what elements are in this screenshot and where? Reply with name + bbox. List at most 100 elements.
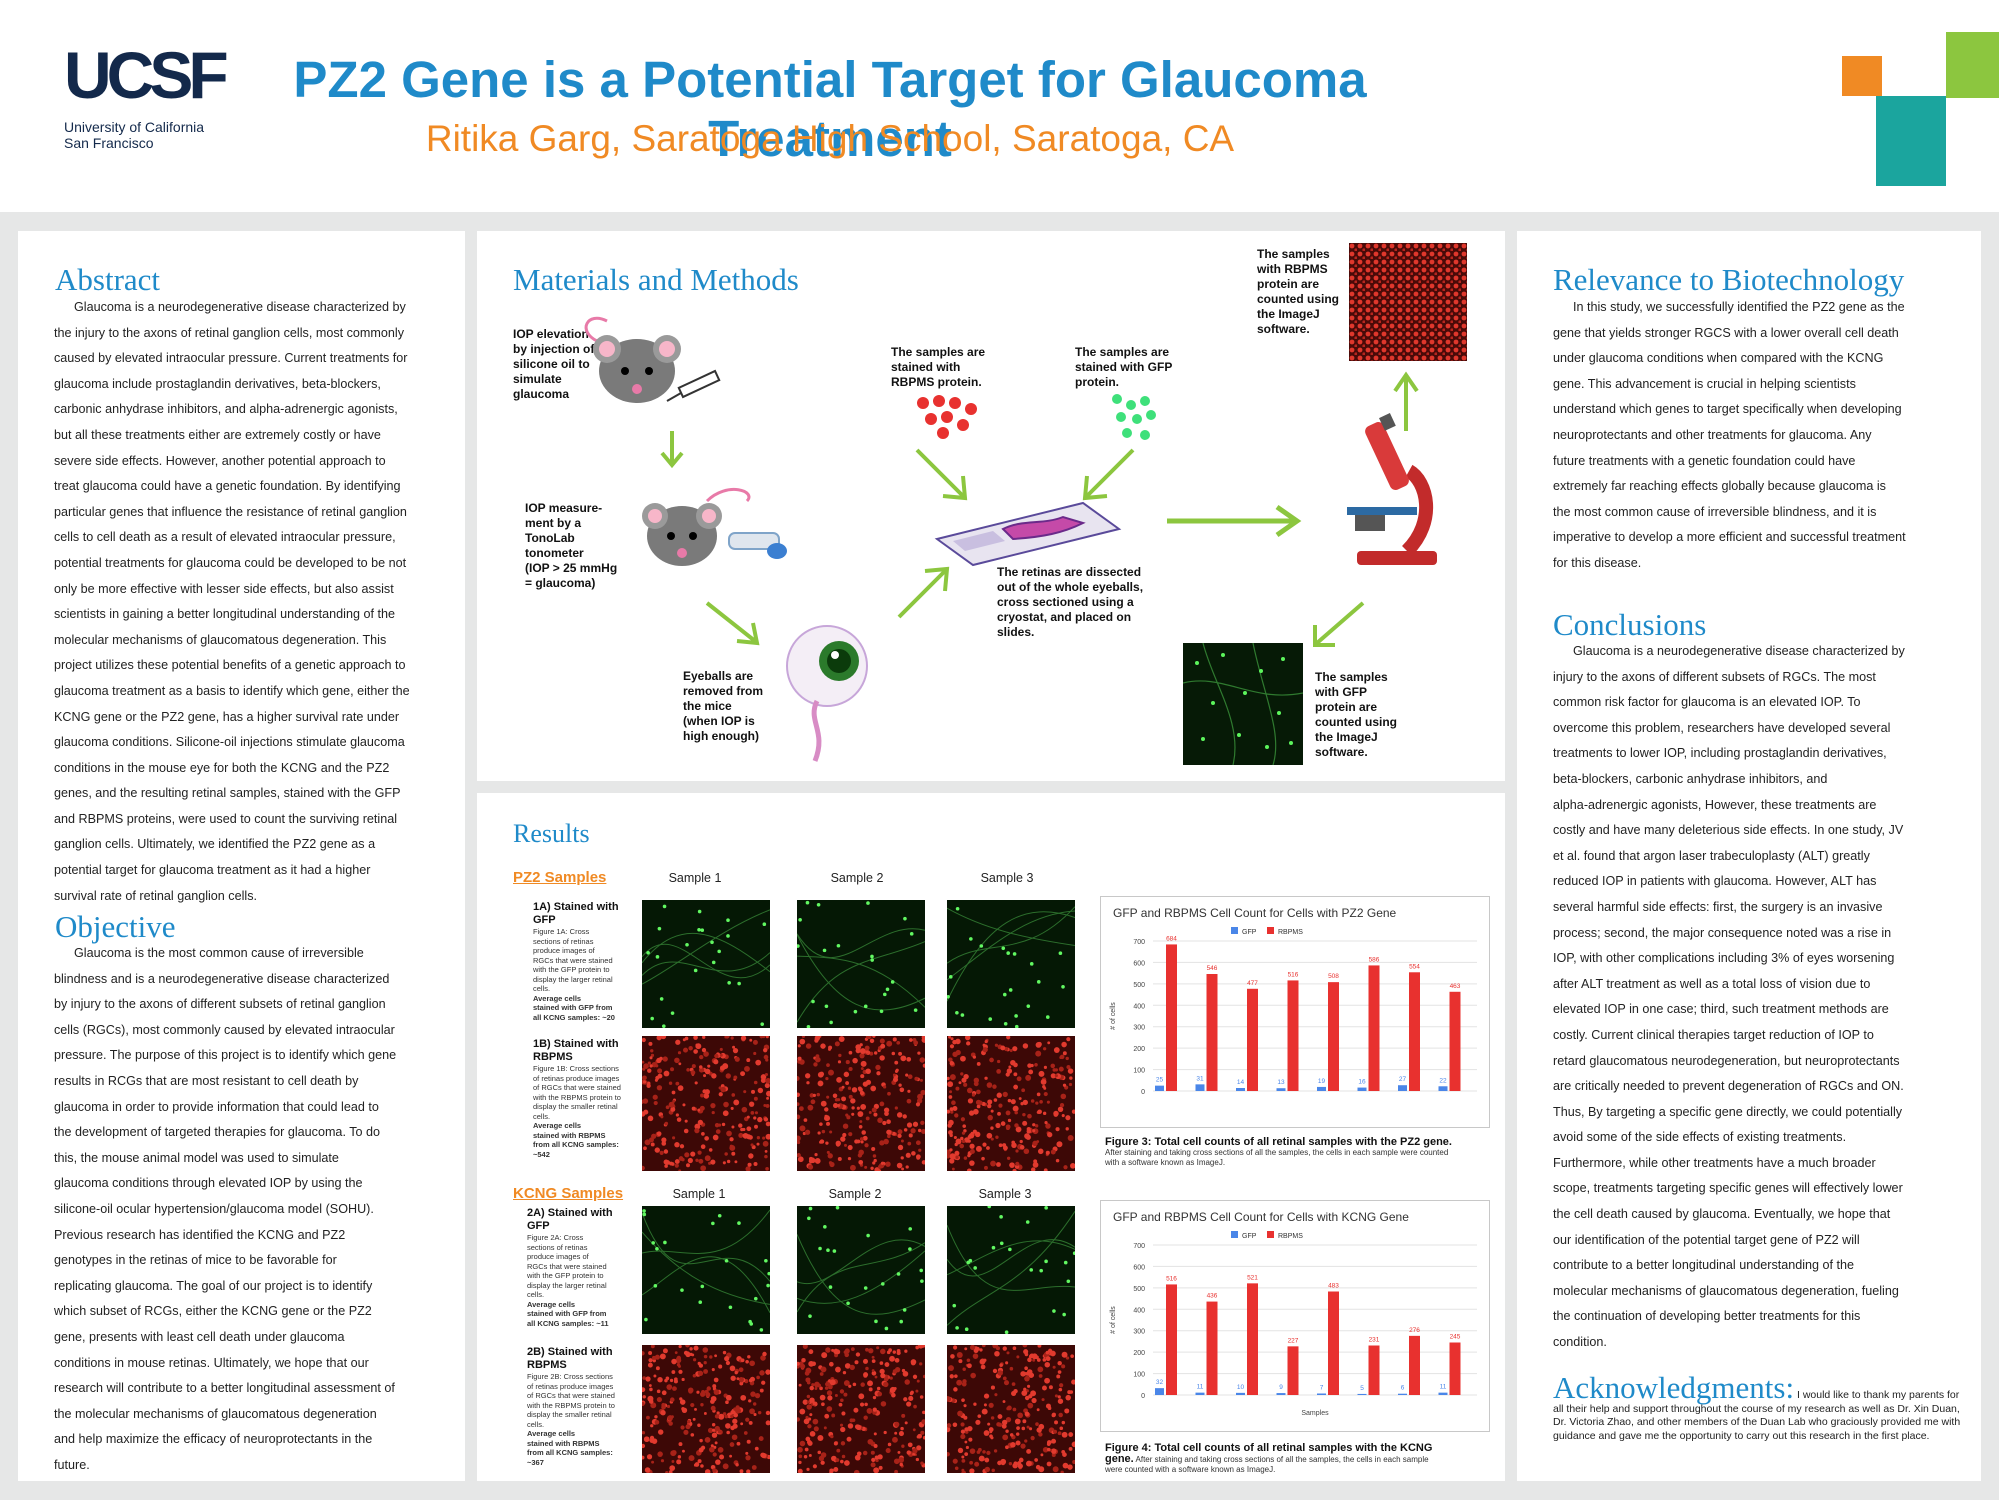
arrow-down-1	[660, 431, 684, 469]
arrow-diag-2	[897, 566, 950, 619]
abstract-line: potential treatments for glaucoma could …	[54, 555, 407, 570]
microscopy-texture	[797, 1345, 925, 1473]
objective-line: genotypes in the retinas of mice to be f…	[54, 1253, 337, 1268]
fig1a-title: 1A) Stained with GFP	[533, 901, 619, 926]
bar-rbpms	[1368, 965, 1380, 1091]
bar-rbpms	[1409, 972, 1420, 1091]
poster-title: PZ2 Gene is a Potential Target for Glauc…	[293, 51, 1367, 167]
left-column-panel: Abstract Glaucoma is a neurodegenerative…	[18, 231, 465, 1481]
bar-gfp	[1276, 1088, 1286, 1091]
relevance-line: understand which genes to target specifi…	[1553, 402, 1902, 417]
y-tick-label: 200	[1133, 1350, 1145, 1357]
bar-gfp	[1236, 1392, 1245, 1395]
data-label-rbpms: 436	[1207, 1293, 1218, 1300]
bar-gfp	[1195, 1084, 1205, 1091]
microscopy-texture	[797, 900, 925, 1028]
abstract-line: conditions in the mouse eye for both the…	[54, 760, 390, 775]
kcng-sample-1-header: Sample 1	[672, 1187, 726, 1201]
conclusions-line: after ALT treatment as well as a total l…	[1553, 976, 1871, 991]
y-tick-label: 100	[1133, 1068, 1145, 1075]
microscopy-texture	[642, 1345, 770, 1473]
ucsf-logo-subtitle: University of California San Francisco	[64, 119, 205, 151]
abstract-line: only be more effective with lesser side …	[54, 581, 394, 596]
right-column-panel: Relevance to Biotechnology In this study…	[1517, 231, 1981, 1481]
abstract-line: glaucoma include prostaglandin derivativ…	[54, 376, 381, 391]
objective-line: future.	[54, 1457, 90, 1472]
objective-line: the development of targeted therapies fo…	[54, 1125, 381, 1140]
abstract-line: survival rate of retinal ganglion cells.	[54, 888, 258, 903]
fig2b-average: Average cells stained with RBPMS from al…	[527, 1429, 613, 1467]
acknowledgments-heading: Acknowledgments:	[1553, 1370, 1795, 1405]
data-label-gfp: 9	[1279, 1384, 1283, 1391]
objective-line: research will contribute to a better lon…	[54, 1381, 395, 1396]
fig1b-text: Figure 1B: Cross sections of retinas pro…	[533, 1064, 621, 1121]
abstract-line: glaucoma treatment as a basis to identif…	[54, 683, 410, 698]
methods-panel: Materials and Methods IOP elevation by i…	[477, 231, 1505, 781]
data-label-rbpms: 477	[1247, 980, 1258, 987]
red-dots-icon	[917, 395, 977, 439]
bar-rbpms	[1449, 991, 1461, 1091]
bar-rbpms	[1247, 1283, 1258, 1395]
step-gfp-stain: The samples are stained with GFP protein…	[1075, 345, 1173, 389]
relevance-line: In this study, we successfully identifie…	[1573, 300, 1905, 314]
chart-title: GFP and RBPMS Cell Count for Cells with …	[1113, 906, 1397, 920]
conclusions-line: retard glaucomatous neurodegeneration, b…	[1553, 1053, 1900, 1068]
y-tick-label: 100	[1133, 1372, 1145, 1379]
objective-line: gene, presents with least cell death und…	[54, 1329, 345, 1344]
objective-line: Glaucoma is the most common cause of irr…	[74, 946, 364, 960]
conclusions-line: et al. found that argon laser trabeculop…	[1553, 848, 1870, 863]
fig3-caption-title: Figure 3: Total cell counts of all retin…	[1105, 1136, 1452, 1148]
y-tick-label: 300	[1133, 1025, 1145, 1032]
relevance-body: In this study, we successfully identifie…	[1553, 295, 1973, 577]
conclusions-line: costly. Current clinical therapies targe…	[1553, 1027, 1874, 1042]
conclusions-line: elevated IOP in one case; third, such tr…	[1553, 1002, 1889, 1017]
kcng-gfp-sample-3-image	[947, 1206, 1075, 1334]
abstract-line: potential target for glaucoma treatment …	[54, 863, 371, 878]
step-iop-elevation: IOP elevation by injection of silicone o…	[513, 327, 595, 401]
microscopy-texture	[947, 1036, 1075, 1171]
pz2-chart-svg: GFP and RBPMS Cell Count for Cells with …	[1110, 906, 1477, 1096]
results-heading: Results	[513, 819, 590, 848]
abstract-heading: Abstract	[55, 262, 161, 297]
bar-rbpms	[1287, 1346, 1299, 1395]
bar-rbpms	[1328, 1291, 1339, 1395]
conclusions-line: condition.	[1553, 1335, 1607, 1350]
data-label-rbpms: 546	[1207, 965, 1218, 972]
objective-line: by injury to the axons of different subs…	[54, 997, 386, 1012]
step-rbpms-stain: The samples are stained with RBPMS prote…	[891, 345, 986, 389]
conclusions-line: reduced IOP in patients with glaucoma. H…	[1553, 874, 1877, 889]
conclusions-line: scope, treatments targeting specific gen…	[1553, 1181, 1903, 1196]
conclusions-line: Thus, By targeting a specific gene direc…	[1553, 1104, 1903, 1119]
data-label-rbpms: 483	[1328, 1283, 1339, 1290]
objective-line: cells (RGCs), most commonly caused by el…	[54, 1022, 395, 1037]
abstract-line: scientists in gaining a better longitudi…	[54, 607, 395, 622]
bar-rbpms	[1368, 1345, 1380, 1395]
objective-heading: Objective	[55, 909, 176, 944]
arrow-diag-4	[1082, 448, 1135, 501]
arrow-diag-1	[705, 601, 760, 646]
conclusions-line: our identification of the potential targ…	[1553, 1232, 1860, 1247]
methods-heading: Materials and Methods	[513, 262, 799, 297]
legend-label-rbpms: RBPMS	[1278, 929, 1303, 936]
data-label-rbpms: 521	[1247, 1274, 1258, 1281]
data-label-gfp: 11	[1440, 1384, 1447, 1391]
bar-gfp	[1236, 1088, 1245, 1091]
abstract-line: the injury to the axons of retinal gangl…	[54, 325, 404, 340]
fig1a-description: 1A) Stained with GFP Figure 1A: Cross se…	[533, 901, 633, 1022]
y-tick-label: 700	[1133, 1243, 1145, 1250]
eyeball-icon	[786, 625, 868, 762]
objective-line: glaucoma conditions through elevated IOP…	[54, 1176, 363, 1191]
abstract-line: molecular mechanisms of glaucomatous deg…	[54, 632, 387, 647]
y-tick-label: 700	[1133, 939, 1145, 946]
conclusions-line: injury to the axons of different subsets…	[1553, 669, 1876, 684]
abstract-line: particular genes that influence the resi…	[54, 504, 407, 519]
abstract-line: project utilizes these potential benefit…	[54, 658, 406, 673]
bar-rbpms	[1166, 1284, 1177, 1395]
abstract-line: and RBPMS proteins, were used to count t…	[54, 811, 398, 826]
bar-gfp	[1438, 1392, 1448, 1395]
data-label-gfp: 27	[1399, 1076, 1407, 1083]
relevance-line: the most common cause of irreversible bl…	[1553, 504, 1877, 519]
pz2-rbpms-sample-1-image	[642, 1036, 770, 1171]
fig2a-average: Average cells stained with GFP from all …	[527, 1299, 609, 1328]
abstract-line: KCNG gene or the PZ2 gene, has a higher …	[54, 709, 400, 724]
